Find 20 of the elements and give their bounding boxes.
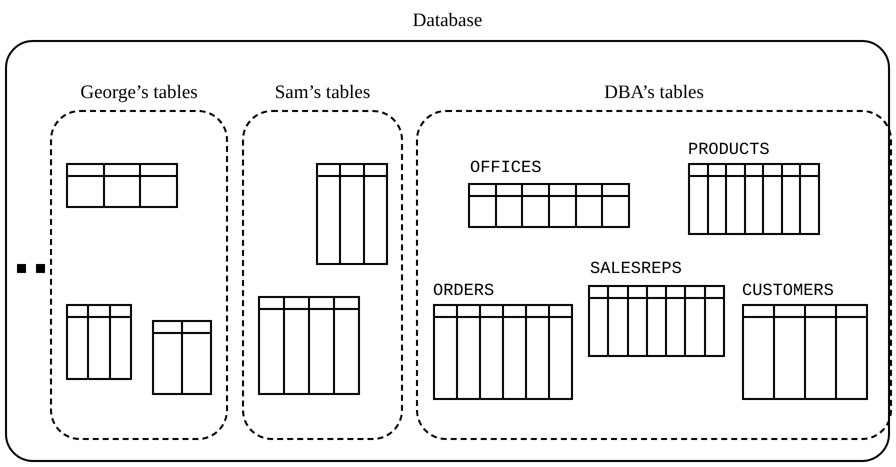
group-title: Database	[412, 10, 484, 32]
table-icon	[66, 304, 132, 380]
named-table	[742, 283, 868, 400]
group-title: DBA’s tables	[603, 82, 705, 104]
database-container	[5, 10, 890, 462]
table-icon	[66, 163, 178, 208]
table-name: OFFICES	[470, 160, 542, 178]
table-name: PRODUCTS	[688, 142, 770, 160]
table-name: SALESREPS	[590, 261, 682, 279]
named-table	[588, 261, 725, 357]
table-icon	[152, 320, 212, 395]
named-table	[433, 283, 573, 400]
named-table	[688, 142, 820, 235]
table-icon	[316, 163, 388, 265]
group-title: Sam’s tables	[274, 82, 372, 104]
table-icon	[258, 296, 360, 395]
named-table	[468, 160, 630, 228]
group-title: George’s tables	[79, 82, 199, 104]
table-name: ORDERS	[433, 283, 494, 301]
table-name: CUSTOMERS	[742, 283, 834, 301]
